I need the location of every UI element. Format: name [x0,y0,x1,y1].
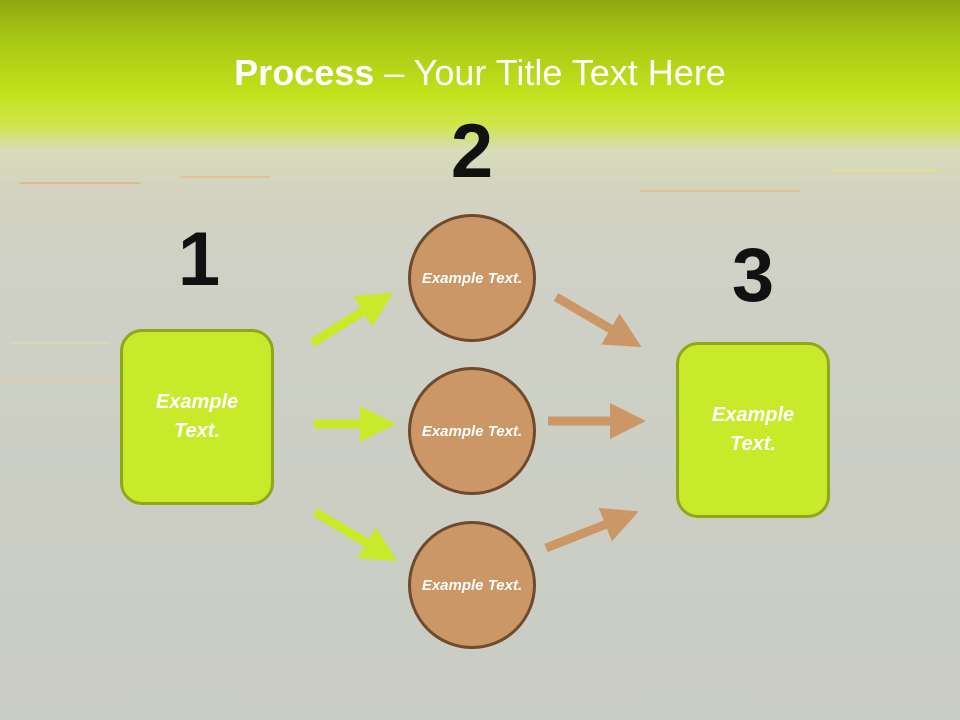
light-streak [830,170,940,172]
circle-bottom-text: Example Text. [421,576,523,594]
arrow-to-top-circle [309,292,394,347]
arrow-to-bottom-circle [312,508,398,562]
title-bold: Process [234,52,375,93]
title-rest: – Your Title Text Here [374,52,726,93]
step-number-2: 2 [450,109,494,194]
circle-bottom: Example Text. [408,521,536,649]
right-box: Example Text. [676,342,830,518]
light-streak [0,380,120,382]
arrow-from-bottom-circle [544,507,639,553]
slide-title: Process – Your Title Text Here [0,52,960,94]
arrow-from-top-circle [553,293,642,348]
left-box: Example Text. [120,329,274,505]
left-box-text: Example Text. [155,391,239,442]
circle-middle: Example Text. [408,367,536,495]
circle-top-text: Example Text. [421,269,523,287]
light-streak [20,182,140,184]
light-streak [10,342,110,344]
right-box-text: Example Text. [711,404,795,455]
step-number-1: 1 [177,217,221,302]
light-streak [180,176,270,178]
step-number-3: 3 [731,233,775,318]
light-streak [640,190,800,192]
circle-top: Example Text. [408,214,536,342]
circle-middle-text: Example Text. [421,422,523,440]
